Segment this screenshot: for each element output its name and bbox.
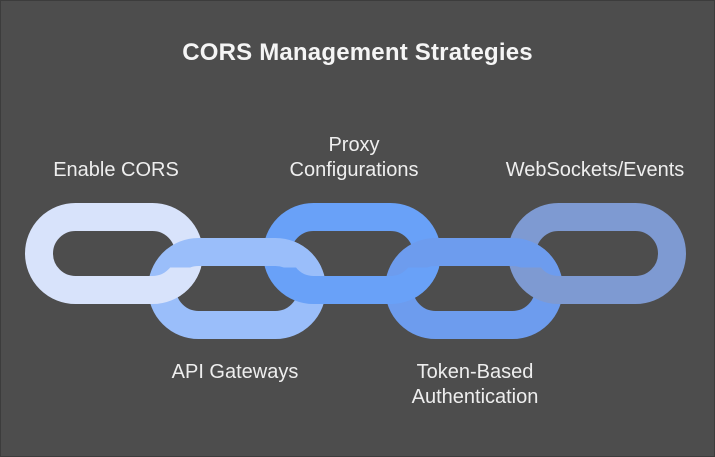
label-enable-cors: Enable CORS: [53, 159, 179, 181]
label-proxy-configurations: Proxy Configurations: [289, 134, 419, 181]
label-token-based-authentication: Token-Based Authentication: [411, 361, 539, 408]
diagram-title: CORS Management Strategies: [182, 39, 533, 66]
label-api-gateways: API Gateways: [171, 361, 299, 383]
label-websockets-events: WebSockets/Events: [505, 159, 685, 181]
